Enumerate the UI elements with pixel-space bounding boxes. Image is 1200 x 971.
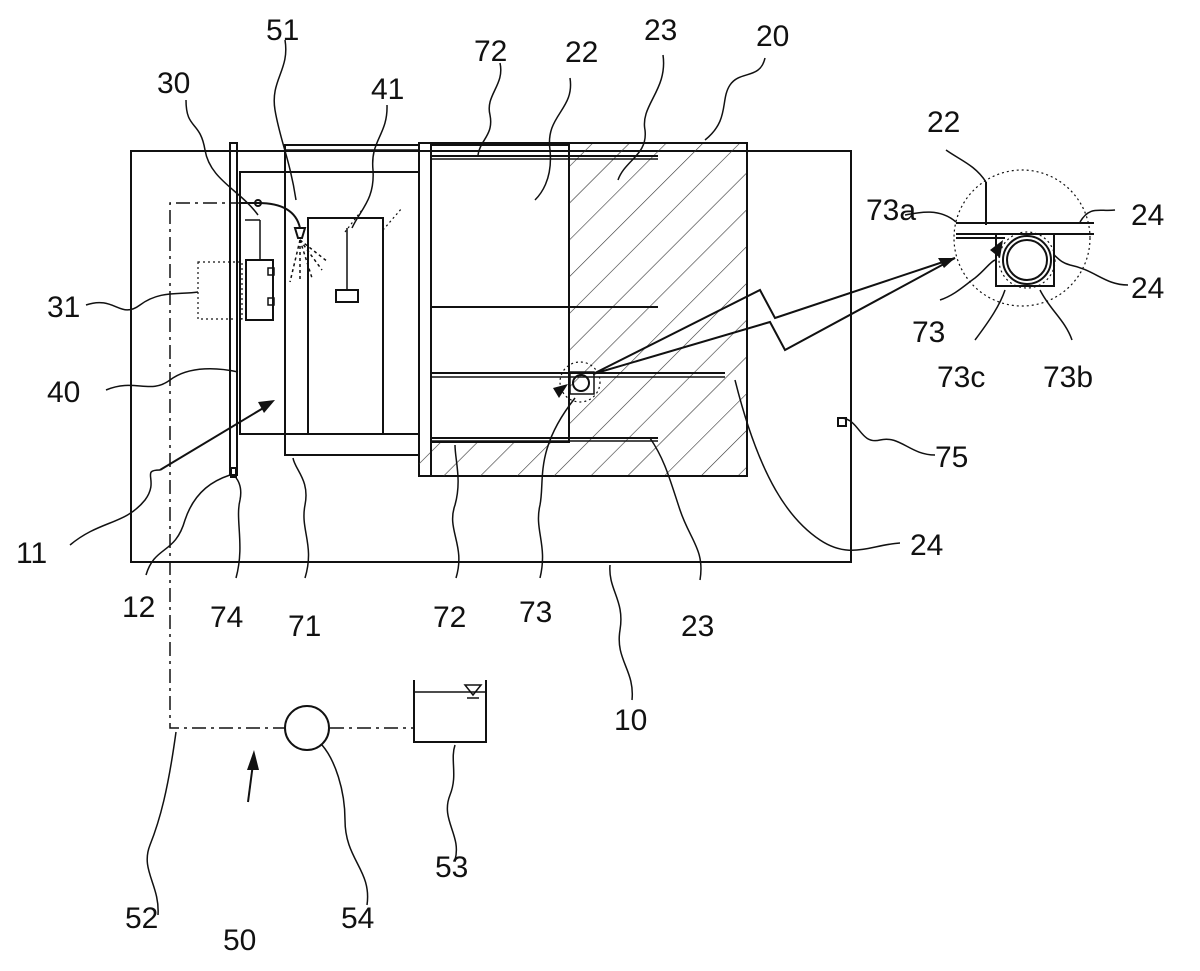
label-23-bottom: 23 [681,610,714,643]
spray-hose [240,203,300,228]
label-22-detail: 22 [927,106,960,139]
label-12: 12 [122,591,155,624]
label-22-main: 22 [565,36,598,69]
label-52: 52 [125,902,158,935]
chamber-71 [285,145,419,455]
unit-31 [198,262,242,319]
inner-box-22 [431,145,569,442]
label-54: 54 [341,902,374,935]
label-75: 75 [935,441,968,474]
label-10: 10 [614,704,647,737]
label-72-bottom: 72 [433,601,466,634]
label-51: 51 [266,14,299,47]
detail-roller-outer [1003,236,1051,284]
label-72-top: 72 [474,35,507,68]
sensor-41 [336,290,358,302]
label-40: 40 [47,376,80,409]
label-53: 53 [435,851,468,884]
spray-nozzle [295,228,305,238]
label-23-top: 23 [644,14,677,47]
panel-40 [308,218,383,434]
detail-housing [996,234,1054,286]
label-73-main: 73 [519,596,552,629]
label-73c: 73c [937,361,985,394]
controller-30 [246,260,273,320]
label-11: 11 [16,537,47,570]
label-30: 30 [157,67,190,100]
arrow-73-head [553,384,568,398]
glass-reflection-2 [383,208,402,230]
label-73-detail: 73 [912,316,945,349]
label-20: 20 [756,20,789,53]
pump-54 [285,706,329,750]
label-71: 71 [288,610,321,643]
arrow-11-shaft [160,407,265,470]
label-73a: 73a [866,194,916,227]
pipe-52 [170,203,285,728]
detail-roller-inner [1007,240,1047,280]
label-31: 31 [47,291,80,324]
label-74: 74 [210,601,243,634]
arrow-11-head [258,400,275,413]
label-41: 41 [371,73,404,106]
water-level-mark [465,685,481,695]
label-50: 50 [223,924,256,957]
chamber-11 [240,172,419,434]
arrow-50-head [247,750,259,770]
label-24-detail-bottom: 24 [1131,272,1164,305]
label-73b: 73b [1043,361,1093,394]
tank-53 [414,680,486,742]
label-24-main: 24 [910,529,943,562]
label-24-detail-top: 24 [1131,199,1164,232]
hatched-lower-strip [419,442,569,476]
